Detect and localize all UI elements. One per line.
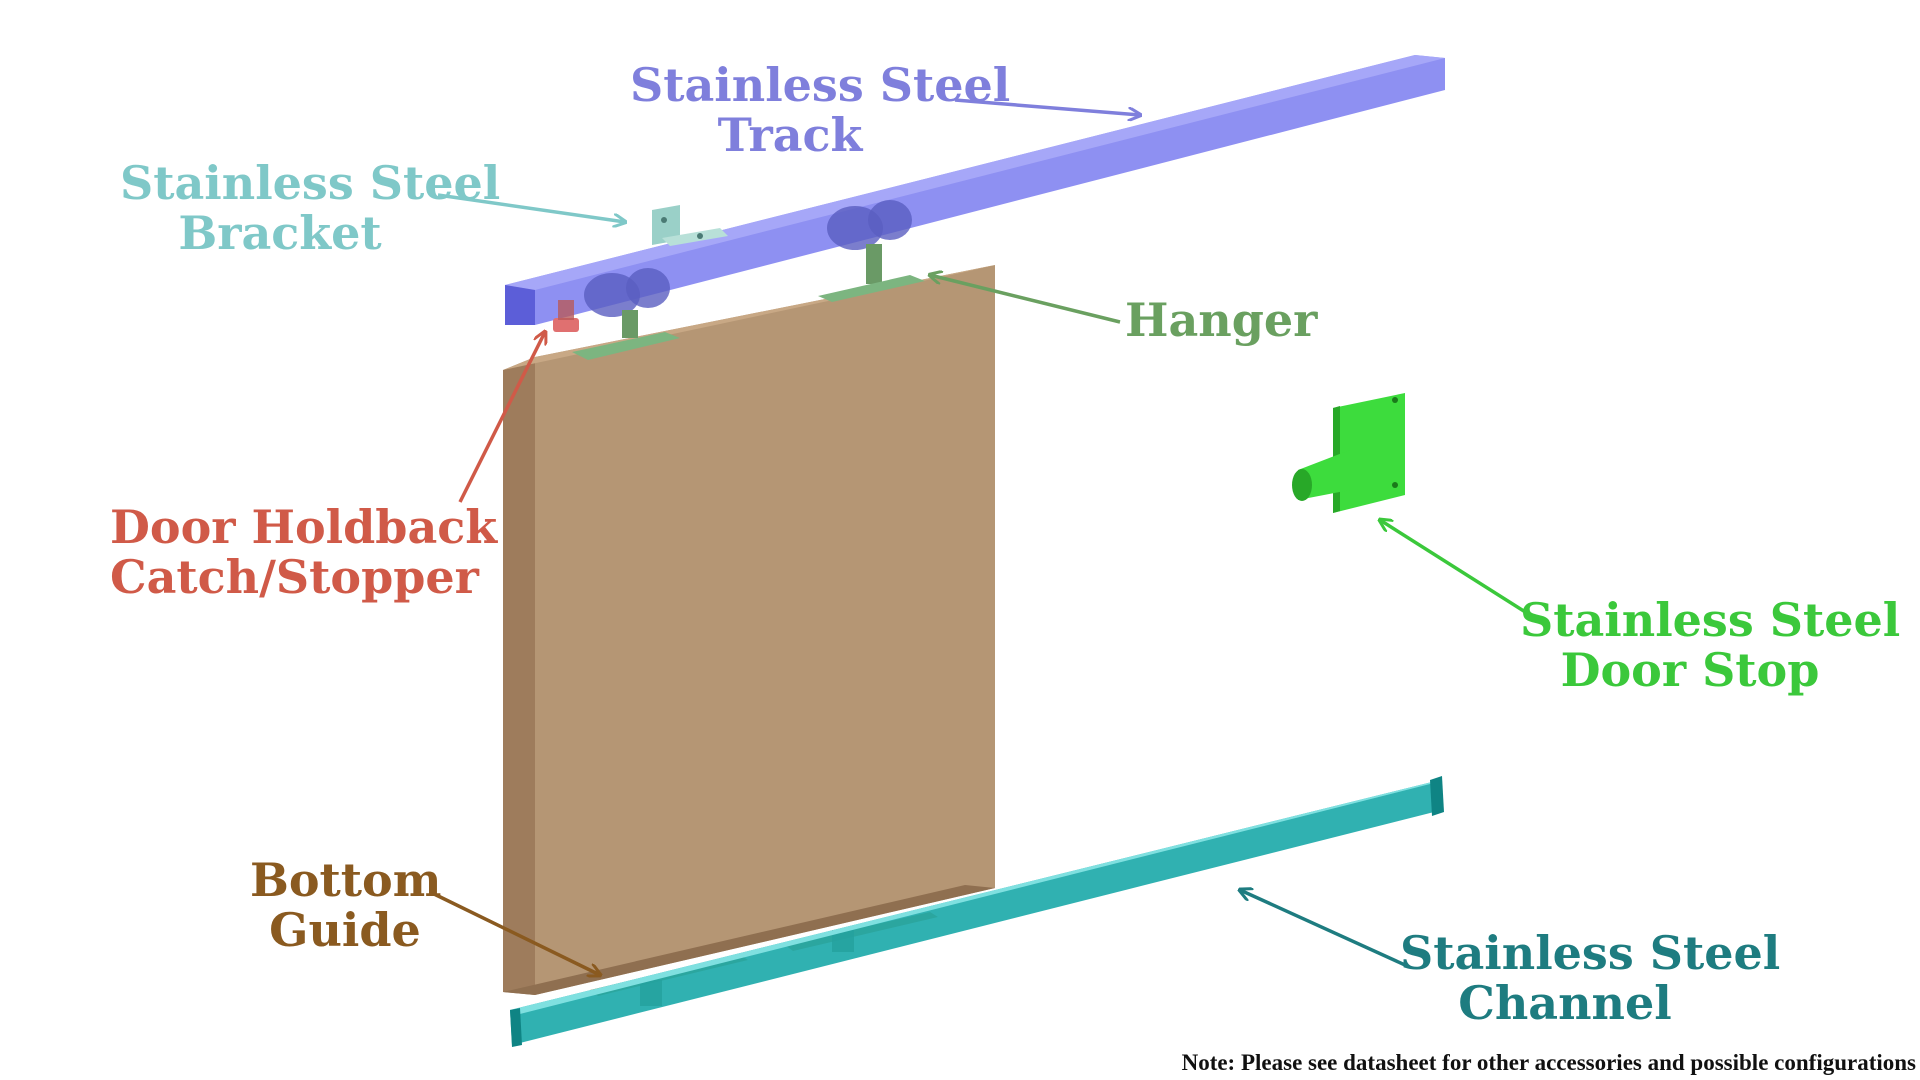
label-guide-line2: Guide — [269, 903, 421, 957]
stainless-steel-bracket — [652, 205, 728, 246]
label-guide-line1: Bottom — [250, 853, 442, 907]
stainless-steel-track — [505, 55, 1445, 325]
label-channel-line2: Channel — [1458, 976, 1672, 1030]
label-track: Stainless Steel Track — [630, 58, 1011, 162]
arrow-doorstop — [1380, 520, 1531, 617]
label-holdback-line1: Door Holdback — [110, 500, 498, 554]
stainless-steel-channel — [510, 776, 1444, 1047]
label-track-line1: Stainless Steel — [630, 58, 1011, 112]
holdback-stopper — [553, 300, 579, 332]
footnote: Note: Please see datasheet for other acc… — [1181, 1050, 1916, 1075]
label-holdback-line2: Catch/Stopper — [110, 550, 479, 604]
hanger-right — [818, 200, 925, 302]
arrow-holdback — [458, 332, 545, 503]
arrow-bracket — [437, 193, 625, 222]
label-bracket-line1: Stainless Steel — [120, 156, 501, 210]
label-channel-line1: Stainless Steel — [1400, 926, 1781, 980]
arrow-channel — [1240, 890, 1406, 967]
label-guide: Bottom Guide — [250, 853, 442, 957]
label-doorstop-line2: Door Stop — [1560, 643, 1820, 697]
arrow-hanger — [930, 275, 1121, 324]
arrow-guide — [431, 891, 600, 975]
arrow-track — [954, 98, 1140, 115]
label-bracket: Stainless Steel Bracket — [120, 156, 501, 260]
label-doorstop: Stainless Steel Door Stop — [1520, 593, 1901, 697]
label-track-line2: Track — [717, 108, 863, 162]
door-panel — [503, 265, 995, 995]
label-hanger: Hanger — [1125, 293, 1318, 347]
label-bracket-line2: Bracket — [178, 206, 382, 260]
label-channel: Stainless Steel Channel — [1400, 926, 1781, 1030]
stainless-steel-door-stop — [1292, 393, 1405, 513]
label-holdback: Door Holdback Catch/Stopper — [110, 500, 498, 604]
hanger-left — [572, 268, 680, 360]
label-doorstop-line1: Stainless Steel — [1520, 593, 1901, 647]
label-hanger-line1: Hanger — [1125, 293, 1318, 347]
